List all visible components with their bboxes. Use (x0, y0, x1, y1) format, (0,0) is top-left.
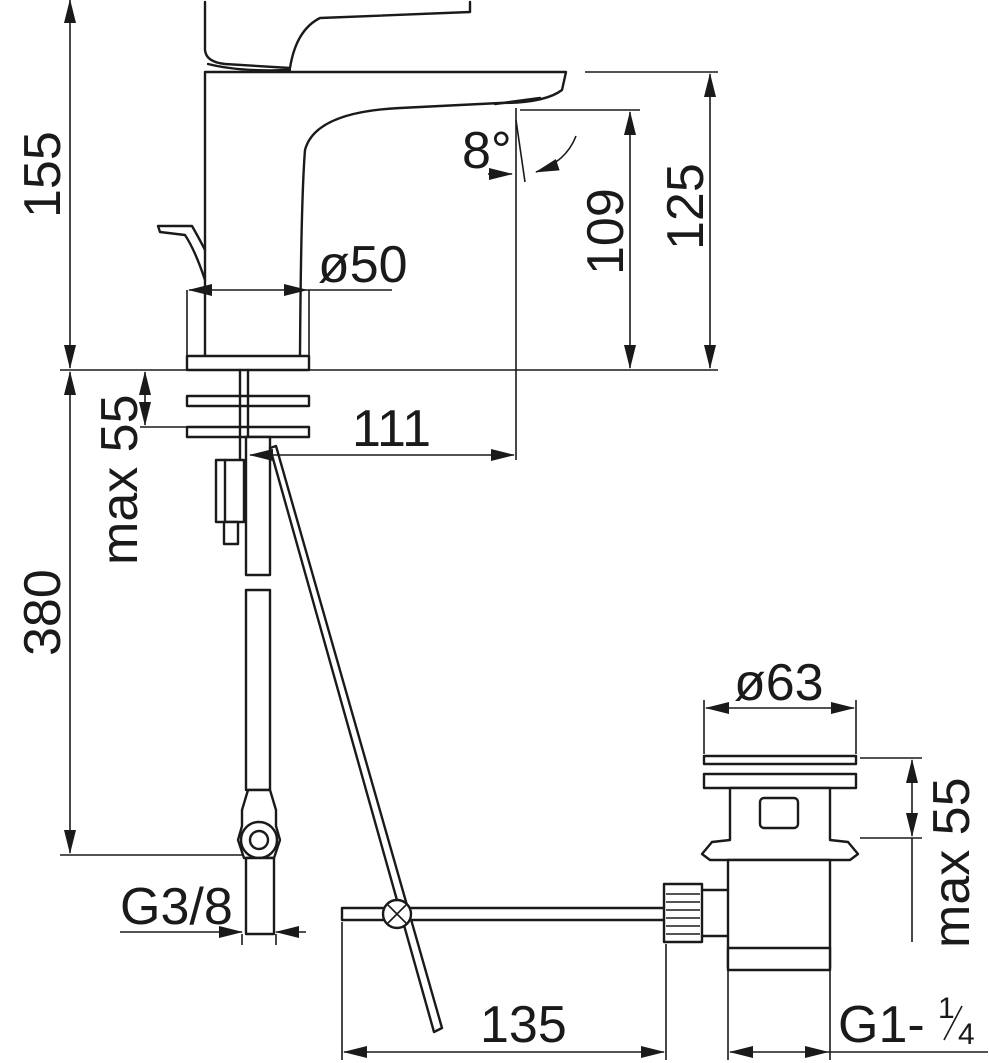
label-g114-main: G1- (838, 996, 925, 1054)
label-111: 111 (352, 400, 431, 458)
pop-up-lever (156, 224, 207, 282)
pivot-cross (387, 904, 407, 924)
knurl-lines (666, 893, 700, 935)
drain-tail-end (726, 946, 832, 972)
label-g114-den: 4 (958, 1018, 975, 1051)
fraction-slash (943, 1005, 963, 1041)
label-155: 155 (14, 131, 72, 218)
waste-assembly (340, 754, 860, 972)
label-125: 125 (657, 163, 715, 250)
pull-rod (268, 444, 444, 1034)
label-g114: G1- (838, 996, 925, 1054)
faucet-body (203, 70, 568, 358)
label-g38: G3/8 (120, 878, 233, 936)
angle-arrow-right (535, 135, 577, 173)
drain-flange (702, 772, 858, 790)
flex-hose-lower (244, 588, 272, 792)
hose-connector (244, 856, 276, 936)
label-109: 109 (577, 188, 635, 275)
angle-line (515, 119, 526, 183)
label-g114-num: 1 (938, 992, 955, 1025)
lever-handle (203, 0, 472, 70)
aerator (493, 96, 542, 106)
label-deck-max: max 55 (91, 394, 149, 565)
label-basin-max: max 55 (923, 777, 981, 948)
label-380: 380 (14, 569, 72, 656)
drain-window (758, 796, 800, 830)
drain-plug-top (702, 754, 858, 766)
label-angle: 8° (462, 122, 512, 180)
mounting-nut (214, 458, 246, 524)
flex-hose-upper (244, 435, 272, 577)
dimension-lines (60, 0, 988, 1060)
nut-collar (700, 888, 730, 938)
label-135: 135 (480, 996, 567, 1054)
lever-base (206, 62, 292, 72)
base-plate (185, 354, 311, 372)
nut-tail (222, 520, 240, 546)
dimension-labels: 155 125 109 8° ø50 max 55 111 380 G3/8 ø… (14, 122, 981, 1054)
label-diameter-63: ø63 (734, 654, 824, 712)
hose-nut-bore (248, 829, 270, 851)
label-diameter-50: ø50 (318, 236, 408, 294)
